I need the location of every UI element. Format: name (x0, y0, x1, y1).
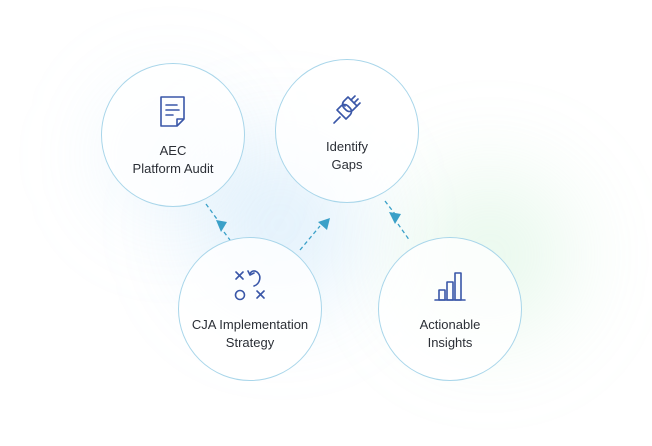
node-aec-platform-audit: AEC Platform Audit (101, 63, 245, 207)
connector-gaps-to-insights (384, 200, 396, 215)
arrowhead-strategy-to-gaps (318, 218, 330, 230)
node-identify-gaps: Identify Gaps (275, 59, 419, 203)
node-label: CJA Implementation Strategy (191, 317, 309, 350)
node-cja-implementation-strategy: CJA Implementation Strategy (178, 237, 322, 381)
strategy-play-icon (234, 270, 265, 301)
plug-icon (333, 95, 361, 124)
connector-strategy-to-gaps (299, 225, 321, 251)
connector-gaps-to-insights-tail (397, 223, 411, 242)
arrowhead-audit-to-strategy (216, 220, 227, 232)
node-label: AEC Platform Audit (132, 143, 214, 176)
node-actionable-insights: Actionable Insights (378, 237, 522, 381)
node-label: Identify Gaps (326, 139, 368, 172)
arrowhead-gaps-to-insights (389, 212, 401, 224)
document-icon (160, 96, 185, 127)
bar-chart-icon (434, 272, 466, 301)
connector-audit-to-strategy-tail (223, 231, 231, 241)
node-label: Actionable Insights (419, 317, 481, 350)
